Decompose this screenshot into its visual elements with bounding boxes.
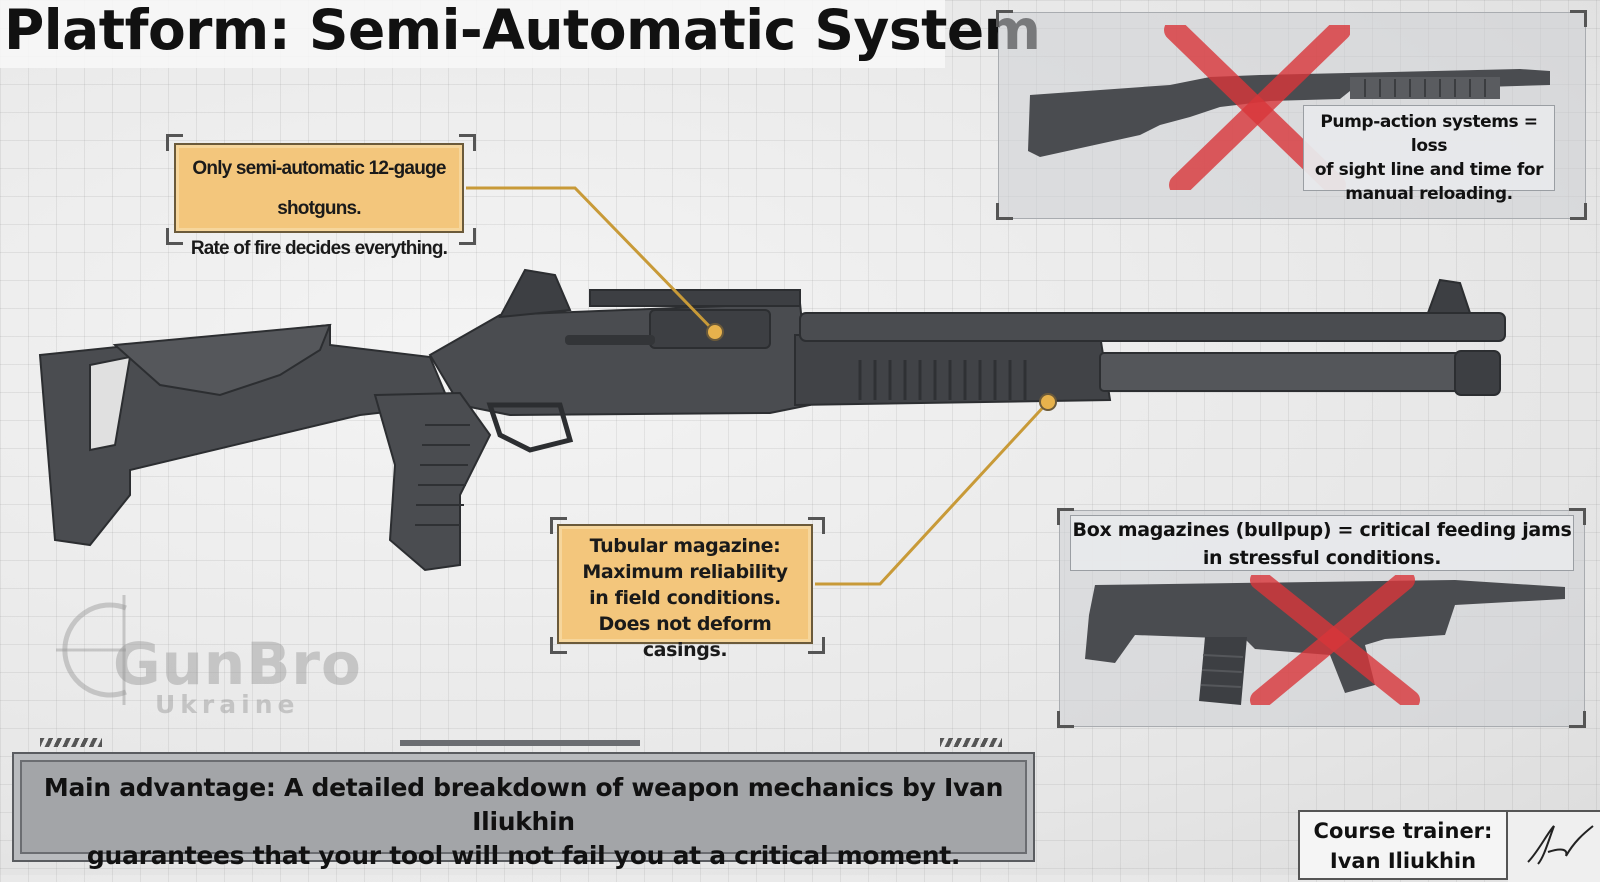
- pump-note-line-2: of sight line and time for: [1314, 160, 1544, 180]
- banner-stripe-right: [940, 738, 1002, 747]
- semi-auto-callout: Only semi-automatic 12-gauge shotguns. R…: [174, 143, 464, 259]
- page-title: Platform: Semi-Automatic System: [4, 0, 1041, 62]
- main-advantage-banner: Main advantage: A detailed breakdown of …: [12, 752, 1035, 870]
- magazine-line-2: Maximum reliability: [582, 561, 788, 583]
- trainer-name: Ivan Iliukhin: [1329, 849, 1477, 873]
- trainer-label: Course trainer:: [1313, 819, 1493, 843]
- semi-auto-line-1: Only semi-automatic 12-gauge shotguns.: [192, 158, 446, 219]
- pump-note-line-3: manual reloading.: [1345, 184, 1513, 204]
- signature-box: [1508, 810, 1600, 882]
- banner-tab: [400, 740, 640, 746]
- magazine-line-1: Tubular magazine:: [589, 535, 781, 557]
- cross-out-icon: [1250, 575, 1420, 705]
- box-magazine-note: Box magazines (bullpup) = critical feedi…: [1070, 515, 1574, 571]
- title-bar: Platform: Semi-Automatic System: [0, 0, 1041, 68]
- watermark-brand: GunBro: [113, 630, 362, 698]
- pump-shotgun-icon: [1028, 69, 1550, 157]
- box-note-line-2: in stressful conditions.: [1202, 547, 1442, 569]
- banner-line-2: guarantees that your tool will not fail …: [86, 841, 961, 870]
- banner-stripe-left: [40, 738, 102, 747]
- watermark-sub: Ukraine: [155, 690, 300, 719]
- semi-auto-shotgun-illustration: [38, 268, 1506, 572]
- pump-note-line-1: Pump-action systems = loss: [1320, 112, 1538, 156]
- brand-logo-icon: [56, 595, 127, 705]
- pump-action-note: Pump-action systems = loss of sight line…: [1303, 105, 1555, 204]
- tubular-magazine-callout: Tubular magazine: Maximum reliability in…: [557, 524, 813, 661]
- signature-icon: [1527, 825, 1594, 865]
- trainer-card: Course trainer: Ivan Iliukhin: [1298, 810, 1508, 880]
- magazine-line-3: in field conditions.: [589, 587, 781, 609]
- magazine-line-4: Does not deform casings.: [598, 613, 772, 661]
- semi-auto-line-2: Rate of fire decides everything.: [190, 238, 448, 259]
- box-note-line-1: Box magazines (bullpup) = critical feedi…: [1072, 519, 1572, 541]
- banner-line-1: Main advantage: A detailed breakdown of …: [43, 773, 1004, 836]
